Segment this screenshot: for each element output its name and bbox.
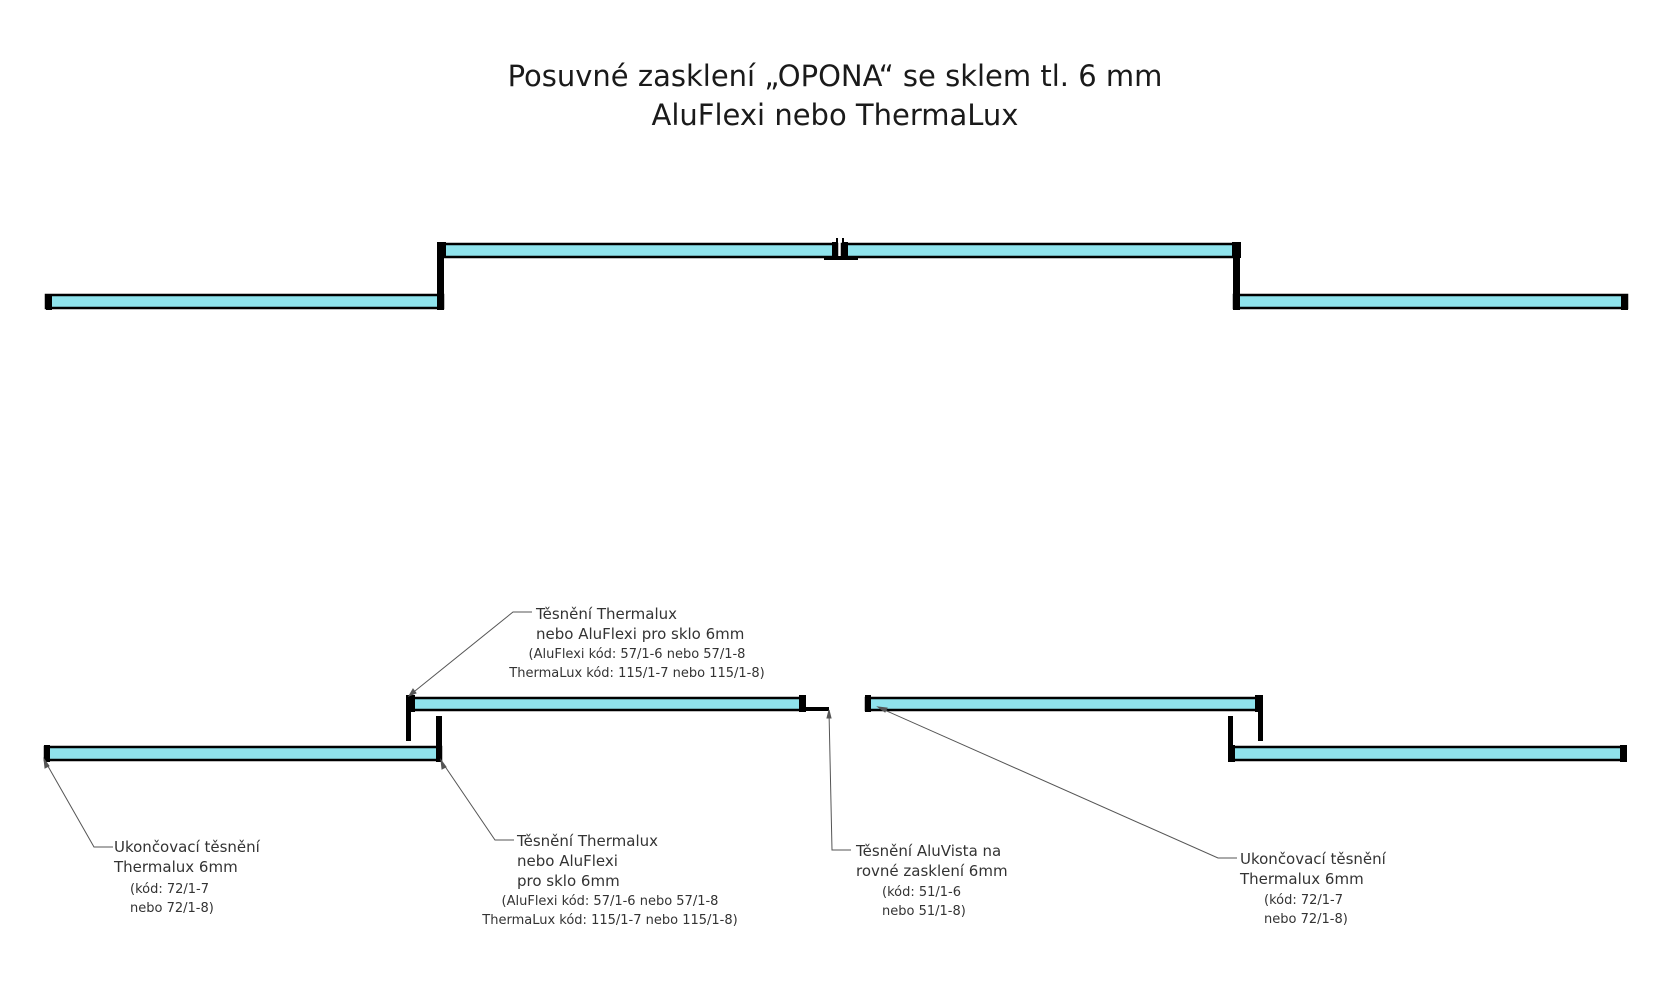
label-end-seal-right: Ukončovací těsnění Thermalux 6mm [1240, 849, 1386, 889]
label-end-seal-right-line-3: (kód: 72/1-7 [1264, 893, 1344, 908]
title-line-1: Posuvné zasklení „OPONA“ se sklem tl. 6 … [507, 59, 1163, 93]
glass-panel-bottom-right [1228, 745, 1627, 762]
profile-leg-bottom-left [406, 696, 411, 741]
profile-post-top-left [437, 243, 444, 310]
label-top-seal-line-4: ThermaLux kód: 115/1-7 nebo 115/1-8) [509, 666, 765, 681]
profile-post-top-right [1233, 243, 1240, 310]
label-end-seal-right-line-2: Thermalux 6mm [1240, 870, 1364, 888]
glass-panel-bottom-center-right [864, 695, 1263, 712]
label-end-seal-left-line-2: Thermalux 6mm [114, 858, 238, 876]
label-end-seal-right-line-1: Ukončovací těsnění [1240, 850, 1386, 868]
label-end-seal-left: Ukončovací těsnění Thermalux 6mm [114, 837, 260, 877]
profile-post-bottom-right [1228, 716, 1233, 762]
leader-aluvista-seal-arrow [826, 709, 832, 719]
profile-post-bottom-left [436, 716, 442, 762]
label-top-seal-codes: (AluFlexi kód: 57/1-6 nebo 57/1-8 Therma… [509, 645, 765, 683]
label-top-seal: Těsnění Thermalux nebo AluFlexi pro sklo… [536, 604, 744, 644]
label-mid-seal-line-2: nebo AluFlexi [517, 852, 618, 870]
label-end-seal-left-line-4: nebo 72/1-8) [130, 901, 214, 916]
label-mid-seal-line-1: Těsnění Thermalux [517, 832, 658, 850]
aluvista-seal-profile [799, 707, 829, 711]
label-mid-seal-line-3: pro sklo 6mm [517, 872, 620, 890]
glass-panel-top-left [44, 293, 445, 310]
label-aluvista-seal-line-3: (kód: 51/1-6 [882, 885, 962, 900]
glass-panel-top-center-left [437, 242, 839, 259]
profile-leg-bottom-right [1258, 696, 1263, 741]
label-top-seal-line-2: nebo AluFlexi pro sklo 6mm [536, 625, 745, 643]
label-mid-seal: Těsnění Thermalux nebo AluFlexi pro sklo… [517, 831, 658, 891]
leader-end-seal-left-arrow [43, 757, 50, 769]
label-end-seal-left-line-3: (kód: 72/1-7 [130, 882, 210, 897]
title-line-2: AluFlexi nebo ThermaLux [651, 98, 1019, 132]
glass-panel-top-center-right [840, 242, 1241, 259]
label-mid-seal-line-4: (AluFlexi kód: 57/1-6 nebo 57/1-8 [501, 894, 719, 909]
glass-panel-bottom-center-left [406, 695, 806, 712]
label-top-seal-line-1: Těsnění Thermalux [536, 605, 677, 623]
glass-panel-top-right [1232, 293, 1629, 310]
leader-aluvista-seal [828, 710, 851, 851]
label-end-seal-right-codes: (kód: 72/1-7 nebo 72/1-8) [1264, 891, 1348, 929]
drawing-title: Posuvné zasklení „OPONA“ se sklem tl. 6 … [0, 57, 1670, 135]
label-top-seal-line-3: (AluFlexi kód: 57/1-6 nebo 57/1-8 [528, 647, 746, 662]
label-mid-seal-codes: (AluFlexi kód: 57/1-6 nebo 57/1-8 Therma… [482, 892, 738, 930]
leader-top-seal [409, 611, 532, 696]
label-aluvista-seal-line-2: rovné zasklení 6mm [856, 862, 1008, 880]
closed-section [44, 238, 1629, 310]
leader-end-seal-right [879, 707, 1237, 859]
annotated-section [43, 695, 1627, 762]
label-end-seal-right-line-4: nebo 72/1-8) [1264, 912, 1348, 927]
leader-mid-seal-arrow [440, 758, 447, 770]
label-aluvista-seal-line-4: nebo 51/1-8) [882, 904, 966, 919]
leader-mid-seal [441, 761, 514, 841]
leader-top-seal-arrow [407, 688, 417, 698]
label-end-seal-left-codes: (kód: 72/1-7 nebo 72/1-8) [130, 880, 214, 918]
leader-end-seal-left [44, 760, 113, 848]
label-end-seal-left-line-1: Ukončovací těsnění [114, 838, 260, 856]
glass-panel-bottom-left [43, 745, 443, 762]
label-aluvista-seal-codes: (kód: 51/1-6 nebo 51/1-8) [882, 883, 966, 921]
leader-end-seal-right-arrow [876, 706, 888, 713]
label-aluvista-seal: Těsnění AluVista na rovné zasklení 6mm [856, 841, 1008, 881]
label-mid-seal-line-5: ThermaLux kód: 115/1-7 nebo 115/1-8) [482, 913, 738, 928]
label-aluvista-seal-line-1: Těsnění AluVista na [856, 842, 1002, 860]
center-joint-top [824, 238, 858, 260]
